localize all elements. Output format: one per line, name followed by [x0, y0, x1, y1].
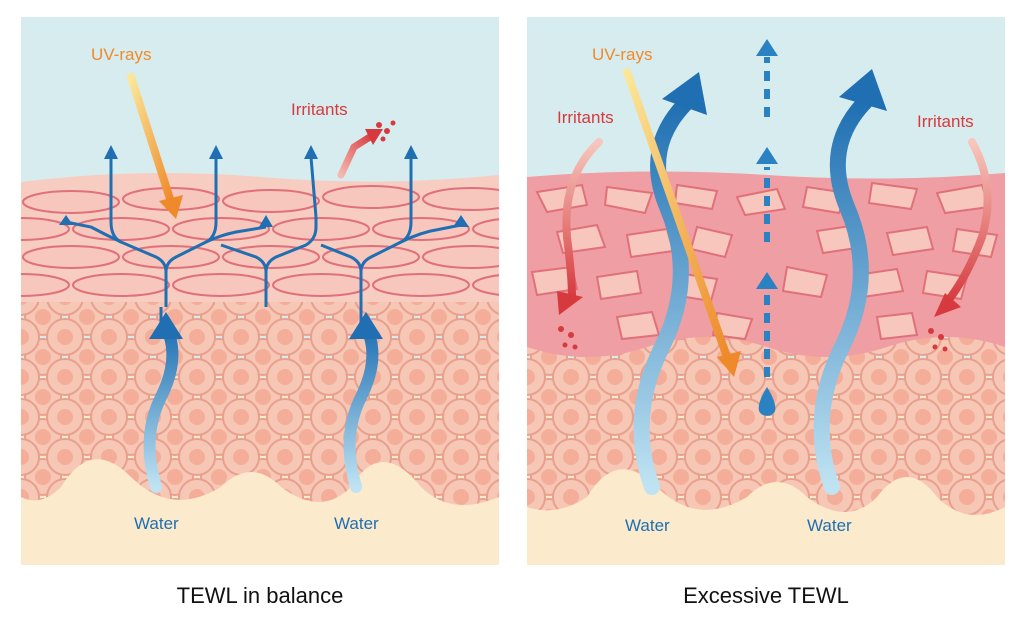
irritant-particles-icon — [558, 326, 578, 350]
network-arrowheads — [59, 145, 469, 227]
water-network-icon — [65, 156, 462, 337]
water-arrow-icon — [343, 321, 379, 493]
irritant-arrow-icon — [337, 131, 377, 179]
irritant-particles-icon — [928, 328, 948, 352]
uv-label: UV-rays — [91, 45, 151, 64]
water-arrowhead-1 — [662, 72, 707, 115]
caption-balanced: TEWL in balance — [176, 583, 344, 608]
caption-excessive: Excessive TEWL — [683, 583, 849, 608]
water-arrowhead-2 — [839, 69, 887, 111]
water-label-1: Water — [134, 514, 179, 533]
healthy-skin-diagram: UV-rays Irritants Water Water — [21, 17, 499, 565]
uv-arrowhead — [717, 351, 741, 377]
water-label-1: Water — [625, 516, 670, 535]
uv-label: UV-rays — [592, 45, 652, 64]
water-arrow-icon — [143, 321, 179, 493]
irritant-arrow-icon — [943, 138, 992, 306]
dashed-arrowheads — [756, 39, 778, 289]
irritant-arrow-icon — [562, 138, 603, 301]
cell-layer — [21, 287, 499, 505]
water-arrow-icon — [813, 94, 873, 495]
water-label-2: Water — [334, 514, 379, 533]
irritant-label-right: Irritants — [917, 112, 974, 131]
uv-arrow-icon — [127, 73, 175, 206]
uv-arrowhead — [159, 195, 183, 219]
water-label-2: Water — [807, 516, 852, 535]
irritant-arrowhead — [365, 129, 383, 145]
water-drop-icon — [758, 387, 776, 416]
damaged-skin-diagram: UV-rays Irritants Irritants Water Water — [527, 17, 1005, 565]
irritant-particles-icon — [376, 120, 396, 142]
water-arrowhead-2 — [349, 312, 383, 339]
irritant-label-left: Irritants — [557, 108, 614, 127]
water-arrowhead-1 — [149, 312, 183, 339]
irritant-label: Irritants — [291, 100, 348, 119]
damaged-stratum-corneum — [527, 171, 1005, 357]
healthy-skin-svg: UV-rays Irritants Water Water — [21, 17, 499, 565]
uv-arrow-icon — [623, 68, 731, 361]
irritant-arrowhead-right — [934, 293, 961, 317]
irritant-arrowhead-left — [557, 291, 583, 315]
damaged-skin-svg: UV-rays Irritants Irritants Water Water — [527, 17, 1005, 565]
